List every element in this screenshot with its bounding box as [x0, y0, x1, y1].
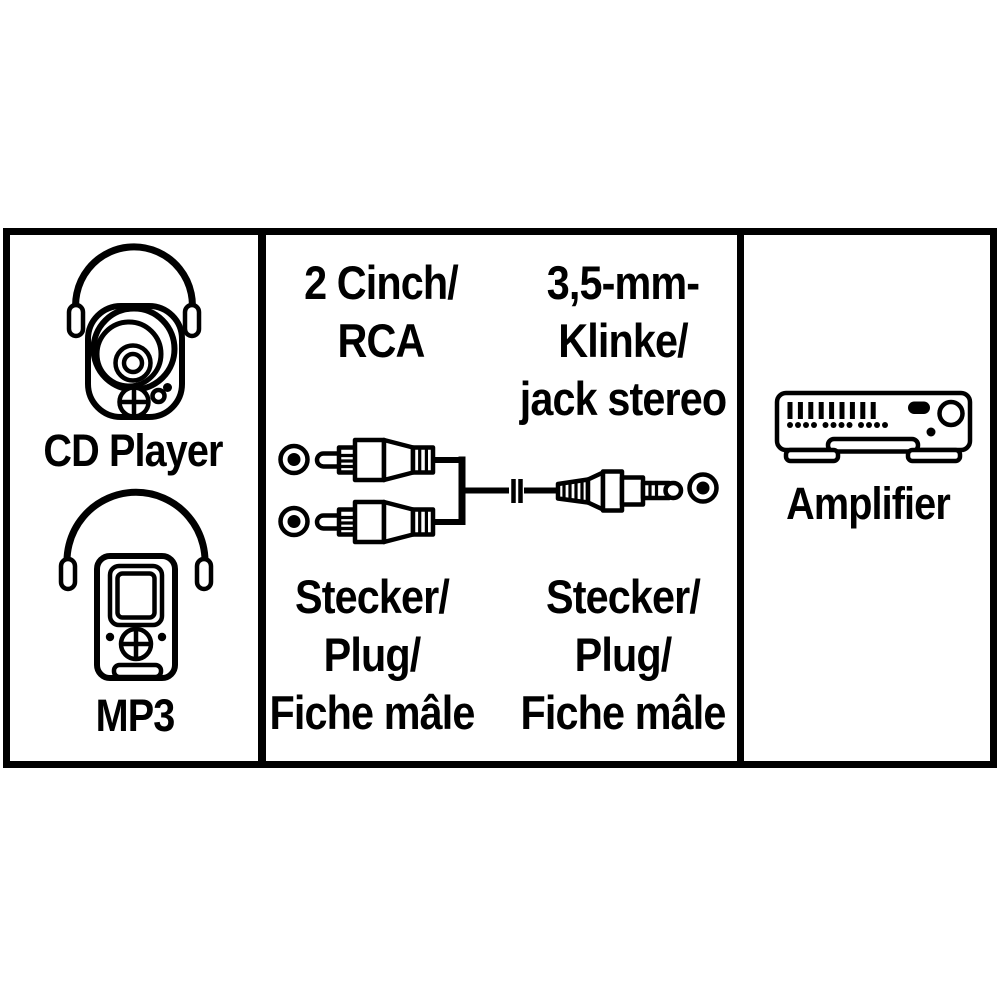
rca-to-minijack-cable-icon	[270, 425, 720, 555]
label-line: Stecker/	[295, 570, 450, 623]
mp3-screen-inner	[115, 571, 157, 620]
rca-connector-label: 2 Cinch/ RCA	[277, 254, 485, 370]
cd-player-with-headphones-icon	[66, 243, 202, 420]
mp3-bottom-slot	[111, 662, 164, 680]
label-line: Klinke/	[558, 314, 688, 367]
disc-tray-slot	[825, 436, 921, 454]
label-line: Plug/	[574, 628, 673, 681]
small-button-dot-icon	[163, 383, 172, 392]
rca-plug-icon	[317, 440, 461, 480]
vent-slots	[787, 402, 876, 419]
small-button-icon	[150, 387, 167, 405]
label-line: Fiche mâle	[269, 686, 475, 739]
plug-label-left: Stecker/ Plug/ Fiche mâle	[268, 568, 476, 742]
side-button-dot-icon	[157, 632, 167, 642]
headphone-earpiece-icon	[182, 302, 202, 339]
mp3-label: MP3	[95, 690, 176, 741]
headphone-earpiece-icon	[194, 556, 214, 592]
minijack-connector-label: 3,5-mm- Klinke/ jack stereo	[509, 254, 738, 428]
cd-disc-inner	[94, 319, 164, 389]
rca-plug-icon	[317, 502, 461, 542]
label-line: jack stereo	[519, 372, 727, 425]
label-line: Stecker/	[546, 570, 701, 623]
volume-knob-icon	[937, 399, 965, 428]
minijack-socket-icon	[690, 475, 717, 502]
label-line: Fiche mâle	[520, 686, 726, 739]
headphone-earpiece-icon	[58, 556, 78, 592]
label-line: RCA	[337, 314, 426, 367]
label-line: 2 Cinch/	[304, 256, 459, 309]
cd-player-label: CD Player	[43, 425, 223, 476]
mp3-player-with-headphones-icon	[58, 488, 214, 681]
dpad-cross	[121, 629, 151, 659]
headphones-band-icon	[63, 488, 209, 577]
headphone-earpiece-icon	[66, 302, 86, 339]
display-window	[908, 401, 930, 414]
label-line: Plug/	[323, 628, 422, 681]
power-button-dot	[926, 427, 936, 437]
amplifier-foot	[783, 447, 841, 464]
lens-inner	[121, 351, 145, 375]
amplifier-icon	[774, 390, 973, 464]
amplifier-label: Amplifier	[786, 478, 951, 529]
dpad-cross	[120, 388, 148, 416]
label-line: 3,5-mm-	[546, 256, 700, 309]
rca-socket-icon	[281, 508, 308, 535]
headphones-band-icon	[72, 243, 196, 322]
plug-label-right: Stecker/ Plug/ Fiche mâle	[510, 568, 735, 742]
minijack-plug-icon	[555, 469, 684, 513]
cable-break-marks	[511, 479, 523, 503]
rca-socket-icon	[281, 446, 308, 473]
side-button-dot-icon	[105, 632, 115, 642]
panel-divider-left	[258, 228, 266, 768]
panel-divider-right	[737, 228, 744, 768]
amplifier-foot	[905, 447, 963, 464]
vent-dots	[787, 422, 888, 428]
